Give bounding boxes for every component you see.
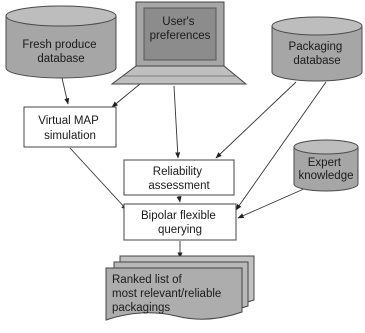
bipolar-label-line2: querying bbox=[158, 224, 202, 236]
laptop-label: User's preferences bbox=[150, 16, 211, 42]
bipolar-label: Bipolar flexible querying bbox=[141, 210, 219, 236]
virtual-map-simulation-box: Virtual MAP simulation bbox=[23, 106, 117, 148]
ranked-label-line1: Ranked list of bbox=[112, 274, 182, 286]
bipolar-rect bbox=[123, 203, 237, 241]
packaging-database: Packaging database bbox=[271, 16, 363, 82]
packaging-db-top bbox=[271, 16, 363, 36]
ranked-doc-front bbox=[105, 267, 243, 321]
packaging-db-label-line2: database bbox=[293, 55, 340, 67]
packaging-db-body bbox=[271, 26, 363, 82]
virtual-map-rect bbox=[23, 106, 117, 148]
edge-reliability-to-bipolar bbox=[176, 195, 182, 203]
expert-db-label-line1: Expert bbox=[308, 157, 342, 169]
bipolar-label-line1: Bipolar flexible bbox=[141, 210, 216, 222]
virtual-map-label-line2: simulation bbox=[44, 130, 96, 142]
reliability-label-line2: assessment bbox=[148, 180, 210, 192]
edge-expert-to-bipolar bbox=[237, 187, 307, 219]
edge-user-to-virtual bbox=[111, 83, 141, 108]
edges bbox=[61, 77, 327, 259]
expert-db-label: Expert knowledge bbox=[299, 157, 354, 182]
fresh-db-label-line1: Fresh produce bbox=[22, 39, 96, 51]
laptop-base bbox=[110, 65, 248, 85]
virtual-map-label-line1: Virtual MAP bbox=[38, 115, 99, 127]
fresh-db-label: Fresh produce database bbox=[22, 39, 99, 65]
laptop-label-line2: preferences bbox=[150, 30, 211, 42]
edge-packaging-to-bipolar bbox=[235, 81, 327, 211]
ranked-list-documents: Ranked list of most relevant/reliable pa… bbox=[105, 255, 255, 321]
edge-packaging-to-reliability bbox=[215, 81, 297, 159]
edge-virtual-to-bipolar bbox=[69, 147, 128, 211]
ranked-label-line3: packagings bbox=[112, 302, 170, 314]
bipolar-flexible-querying-box: Bipolar flexible querying bbox=[123, 203, 237, 241]
reliability-label: Reliability assessment bbox=[148, 166, 210, 192]
reliability-assessment-box: Reliability assessment bbox=[123, 159, 235, 196]
fresh-db-body bbox=[5, 16, 117, 79]
expert-db-body bbox=[293, 147, 359, 192]
edge-fresh-to-virtual bbox=[61, 77, 70, 105]
ranked-list-label: Ranked list of most relevant/reliable pa… bbox=[112, 274, 225, 314]
fresh-db-top bbox=[5, 5, 117, 27]
virtual-map-label: Virtual MAP simulation bbox=[38, 115, 102, 142]
expert-db-top bbox=[293, 139, 359, 155]
packaging-db-label-line1: Packaging bbox=[289, 41, 343, 53]
expert-db-label-line2: knowledge bbox=[299, 170, 354, 182]
laptop-label-line1: User's bbox=[162, 16, 194, 28]
expert-knowledge-database: Expert knowledge bbox=[293, 139, 359, 192]
users-preferences-laptop: User's preferences bbox=[110, 1, 248, 85]
edge-user-to-reliability bbox=[173, 85, 181, 159]
reliability-label-line1: Reliability bbox=[153, 166, 202, 178]
packaging-db-label: Packaging database bbox=[289, 41, 346, 67]
ranked-label-line2: most relevant/reliable bbox=[112, 288, 221, 300]
fresh-produce-database: Fresh produce database bbox=[5, 5, 117, 79]
laptop-screen bbox=[143, 7, 217, 61]
fresh-db-label-line2: database bbox=[37, 53, 84, 65]
reliability-rect bbox=[123, 159, 235, 196]
